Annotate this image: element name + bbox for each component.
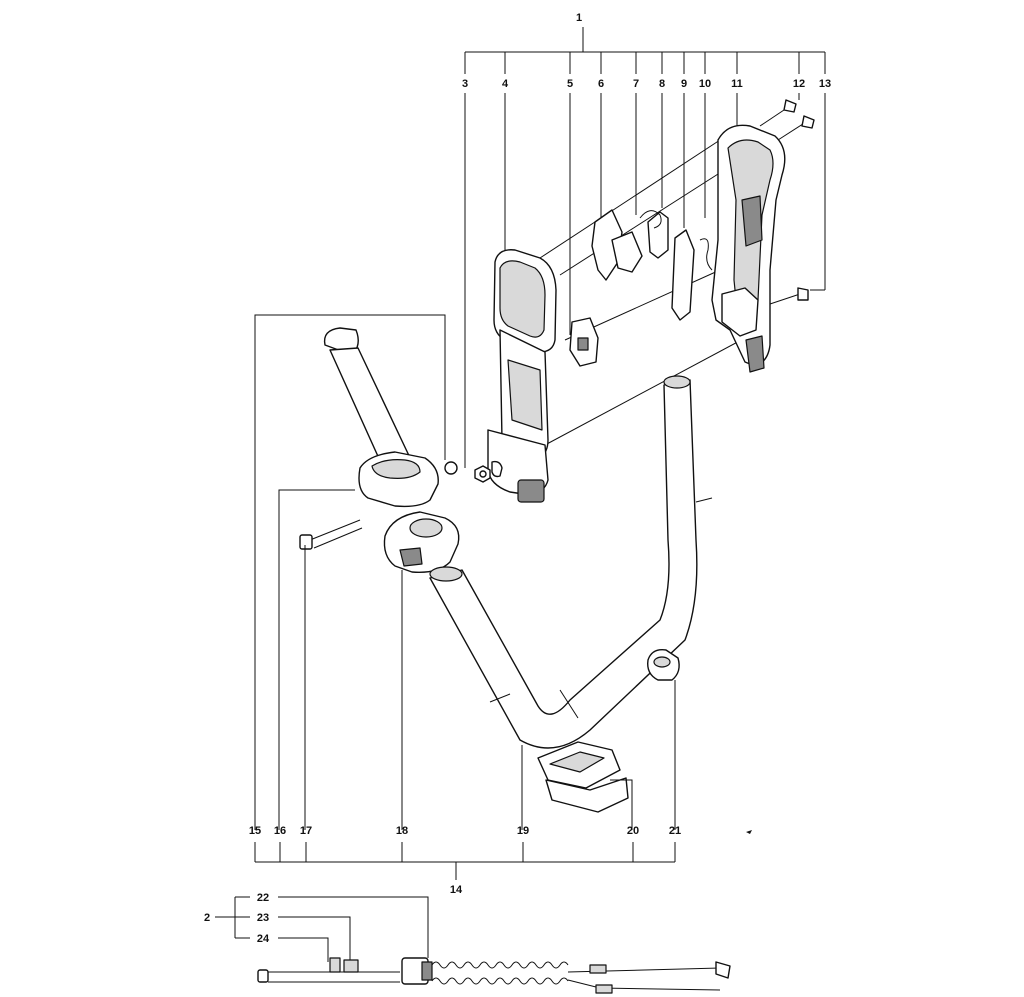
- callout-16: 16: [274, 825, 286, 837]
- small-mark: [746, 830, 752, 834]
- cable-leader-lines: [278, 896, 429, 962]
- callout-21: 21: [669, 825, 681, 837]
- screw-17: [299, 519, 363, 550]
- loop-handle-assembly: [254, 314, 713, 830]
- knob-21: [647, 649, 680, 681]
- callout-2: 2: [204, 912, 210, 924]
- grip-15: [323, 327, 458, 508]
- callout-22: 22: [257, 892, 269, 904]
- screw-12-b: [777, 115, 815, 141]
- handle-half-left: [487, 249, 557, 503]
- callout-7: 7: [633, 78, 639, 90]
- callout-23: 23: [257, 912, 269, 924]
- loop-tube-19: [429, 375, 713, 749]
- callout-24: 24: [257, 933, 270, 945]
- nut-3: [474, 460, 503, 483]
- trigger-5: [569, 317, 599, 367]
- callout-8: 8: [659, 78, 665, 90]
- group-14-bracket: 14: [254, 842, 676, 896]
- callout-10: 10: [699, 78, 711, 90]
- callout-11: 11: [731, 78, 743, 90]
- screw-13: [769, 287, 809, 305]
- group-1-bracket: 1: [464, 12, 826, 74]
- callout-20: 20: [627, 825, 639, 837]
- group-2-bracket: 2: [204, 896, 250, 939]
- callout-6: 6: [598, 78, 604, 90]
- handle-half-right: [711, 124, 786, 373]
- callout-14: 14: [450, 884, 463, 896]
- callout-18: 18: [396, 825, 408, 837]
- throttle-cable: [257, 957, 731, 994]
- callout-17: 17: [300, 825, 312, 837]
- clamp-18: [383, 511, 460, 573]
- clip-20: [537, 741, 629, 813]
- callout-9: 9: [681, 78, 687, 90]
- callout-3: 3: [462, 78, 468, 90]
- callout-5: 5: [567, 78, 573, 90]
- callout-12: 12: [793, 78, 805, 90]
- throttle-levers: [591, 209, 713, 321]
- top-leader-lines: [464, 93, 826, 468]
- screw-12-a: [759, 99, 797, 127]
- callout-15: 15: [249, 825, 261, 837]
- callout-4: 4: [502, 78, 509, 90]
- rear-handle-assembly: [474, 99, 815, 503]
- callout-1: 1: [576, 12, 582, 24]
- callout-19: 19: [517, 825, 529, 837]
- callout-13: 13: [819, 78, 831, 90]
